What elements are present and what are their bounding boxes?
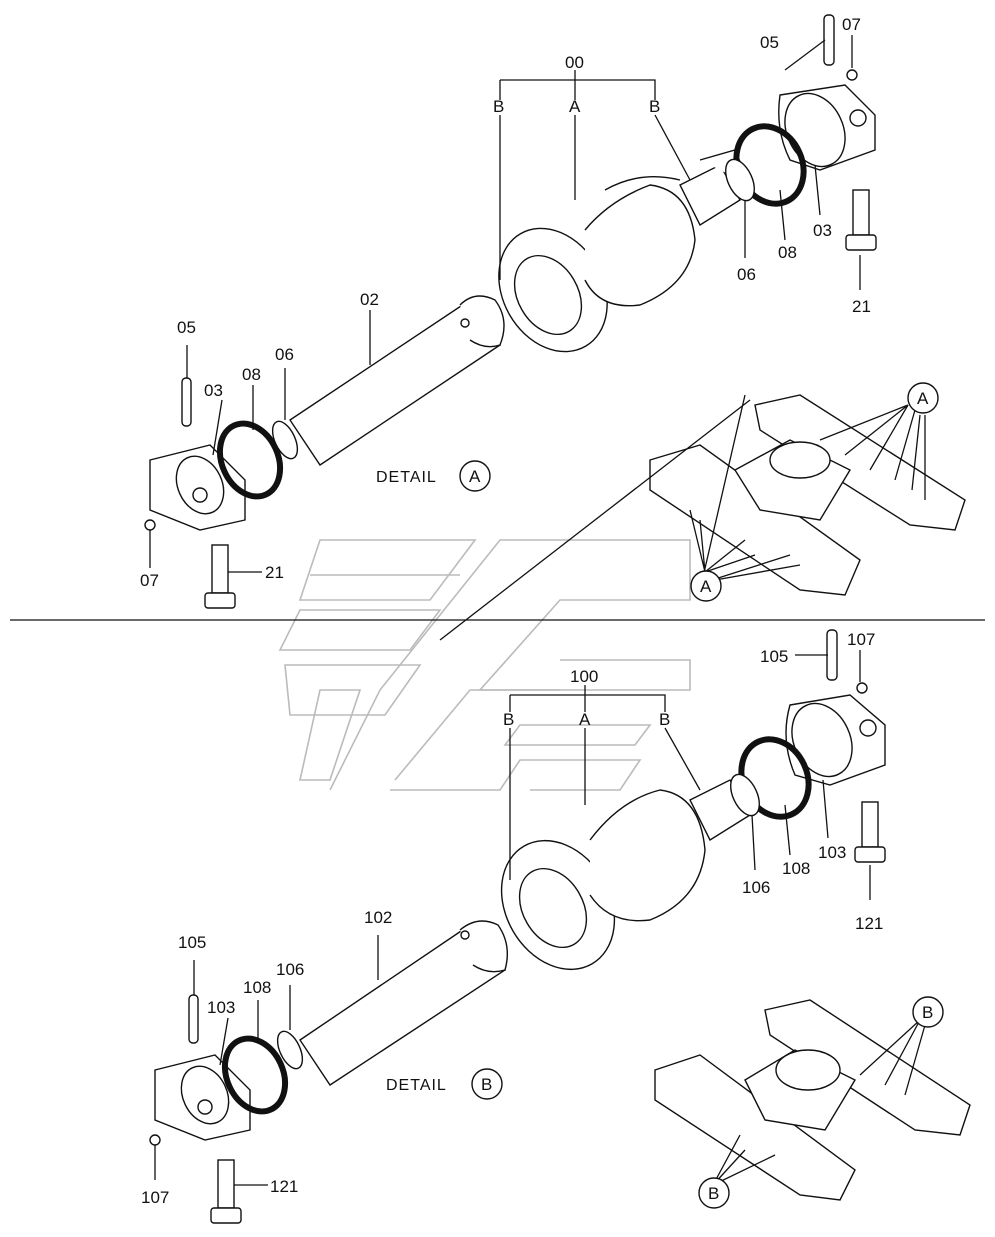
collar-left-03 (149, 444, 246, 531)
label-collar-right: 103 (818, 843, 846, 862)
bolt-right-21 (845, 189, 877, 251)
watermark-logo (278, 539, 691, 791)
label-bolt-left: 21 (265, 563, 284, 582)
detail-a-circle (459, 460, 491, 492)
label-bracket-left: B (493, 97, 504, 116)
label-ring-left: 106 (276, 960, 304, 979)
ring-left-106 (276, 1030, 304, 1070)
callout-a-bottom (690, 570, 722, 602)
leader-lines-a (149, 35, 926, 641)
label-seal-right: 108 (782, 859, 810, 878)
label-bolt-right: 121 (855, 914, 883, 933)
callout-a-top (907, 382, 939, 414)
pin-left-105 (188, 994, 199, 1044)
shaft-102 (299, 920, 508, 1086)
label-shaft: 02 (360, 290, 379, 309)
bolt-left-21 (204, 544, 236, 609)
label-assembly: 100 (570, 667, 598, 686)
plug-left-107 (149, 1134, 161, 1146)
seal-left-08 (216, 420, 284, 500)
label-ring-right: 06 (737, 265, 756, 284)
label-bracket-left: B (503, 710, 514, 729)
callout-b-top (912, 996, 944, 1028)
label-collar-left: 03 (204, 381, 223, 400)
detail-a-letter: A (469, 467, 481, 486)
label-plug-left: 107 (141, 1188, 169, 1207)
ring-left-06 (271, 420, 299, 460)
detail-b-circle (471, 1068, 503, 1100)
detail-b-letter: B (481, 1075, 492, 1094)
label-seal-right: 08 (778, 243, 797, 262)
pin-right-05 (823, 14, 835, 66)
label-bolt-left: 121 (270, 1177, 298, 1196)
label-bracket-mid: A (579, 710, 591, 729)
label-plug-left: 07 (140, 571, 159, 590)
detail-b-title: DETAIL (386, 1077, 447, 1094)
label-pin-left: 105 (178, 933, 206, 952)
plug-left-07 (144, 519, 156, 531)
label-bracket-right: B (659, 710, 670, 729)
callout-a-top-letter: A (917, 389, 929, 408)
callout-b-top-letter: B (922, 1003, 933, 1022)
collar-right-103 (785, 694, 886, 786)
roller-a (498, 149, 751, 353)
label-bracket-mid: A (569, 97, 581, 116)
detail-a-title: DETAIL (376, 469, 437, 486)
section-detail-b: 100 B A B 105 107 103 108 106 121 102 10… (141, 629, 971, 1224)
bolt-left-121 (210, 1159, 242, 1224)
seal-left-108 (221, 1035, 289, 1115)
label-pin-right: 105 (760, 647, 788, 666)
label-seal-left: 08 (242, 365, 261, 384)
roller-b (500, 779, 751, 971)
callout-a-bottom-letter: A (700, 577, 712, 596)
ring-right-06 (724, 158, 756, 202)
track-frame-a (649, 394, 966, 596)
callout-b-bottom (698, 1177, 730, 1209)
plug-right-107 (856, 682, 868, 694)
label-collar-left: 103 (207, 998, 235, 1017)
label-plug-right: 107 (847, 630, 875, 649)
label-shaft: 102 (364, 908, 392, 927)
label-ring-right: 106 (742, 878, 770, 897)
label-seal-left: 108 (243, 978, 271, 997)
pin-right-105 (826, 629, 838, 681)
track-frame-b (654, 999, 971, 1201)
pin-left-05 (181, 377, 192, 427)
label-bolt-right: 21 (852, 297, 871, 316)
section-detail-a: 00 B A B 05 07 03 08 06 21 02 05 03 08 0… (140, 14, 966, 641)
label-pin-left: 05 (177, 318, 196, 337)
label-collar-right: 03 (813, 221, 832, 240)
bolt-right-121 (854, 801, 886, 863)
label-ring-left: 06 (275, 345, 294, 364)
ring-right-106 (729, 773, 761, 817)
label-bracket-right: B (649, 97, 660, 116)
shaft-02 (289, 295, 505, 466)
label-pin-right: 05 (760, 33, 779, 52)
label-assembly: 00 (565, 53, 584, 72)
collar-right-03 (778, 84, 876, 171)
plug-right-07 (846, 69, 858, 81)
label-plug-right: 07 (842, 15, 861, 34)
callout-b-bottom-letter: B (708, 1184, 719, 1203)
